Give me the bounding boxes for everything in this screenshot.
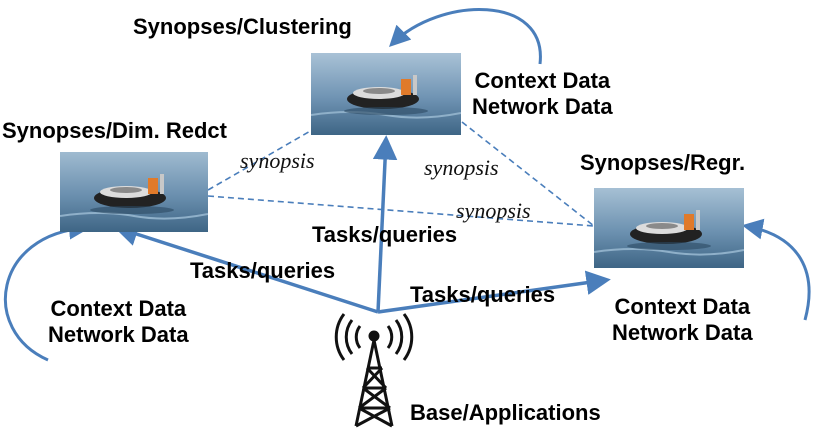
tasks-arrow-right: [377, 270, 611, 314]
robot-boat-image-regr: [594, 188, 744, 268]
synopsis-link-bottom: [207, 195, 595, 227]
robot-boat-image-clustering: [311, 53, 461, 135]
context-loop-top: [389, 8, 542, 65]
context-line-2: Network Data: [48, 322, 189, 347]
synopsis-link-right: [461, 121, 595, 227]
synopsis-label-right: synopsis: [424, 155, 499, 180]
regr-context-label: Context Data Network Data: [612, 294, 753, 346]
context-loop-right: [741, 218, 811, 321]
context-loop-left: [3, 218, 91, 362]
dim-redct-title: Synopses/Dim. Redct: [2, 118, 227, 143]
regr-title: Synopses/Regr.: [580, 150, 746, 175]
synopsis-link-left: [207, 129, 313, 191]
base-title: Base/Applications: [410, 400, 601, 425]
clustering-context-label: Context Data Network Data: [472, 68, 613, 120]
clustering-title: Synopses/Clustering: [133, 14, 352, 39]
context-line-2: Network Data: [612, 320, 753, 345]
tasks-arrow-center: [372, 135, 398, 313]
tasks-label-center: Tasks/queries: [312, 222, 458, 247]
synopsis-label-left: synopsis: [240, 148, 315, 173]
robot-boat-image-dim-redct: [60, 152, 208, 232]
tasks-arrow-left: [113, 222, 379, 314]
tasks-label-right: Tasks/queries: [410, 282, 556, 307]
antenna-tower-icon: [334, 313, 414, 428]
tasks-label-left: Tasks/queries: [190, 258, 336, 283]
dim-redct-context-label: Context Data Network Data: [48, 296, 189, 348]
context-line-1: Context Data: [50, 296, 187, 321]
context-line-1: Context Data: [614, 294, 751, 319]
context-line-1: Context Data: [474, 68, 611, 93]
synopsis-label-bottom: synopsis: [456, 198, 531, 223]
context-line-2: Network Data: [472, 94, 613, 119]
